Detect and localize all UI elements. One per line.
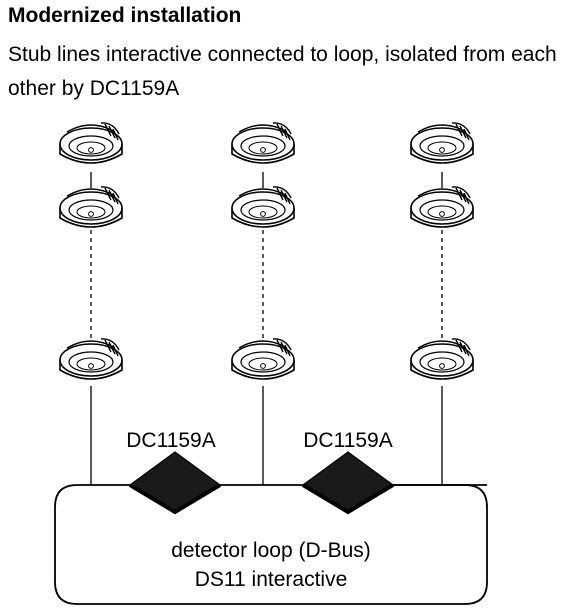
isolator-module-icon — [128, 451, 222, 515]
loop-label-line1: detector loop (D-Bus) — [171, 539, 371, 562]
smoke-detector-icon — [410, 186, 474, 228]
stub-line-2 — [231, 122, 295, 485]
smoke-detector-icon — [59, 338, 123, 380]
isolator-label: DC1159A — [303, 429, 393, 452]
smoke-detector-icon — [59, 122, 123, 164]
loop-label-line2: DS11 interactive — [195, 568, 348, 591]
diagram-subtitle: Stub lines interactive connected to loop… — [8, 43, 557, 100]
smoke-detector-icon — [231, 122, 295, 164]
diagram-title: Modernized installation — [8, 4, 242, 27]
smoke-detector-icon — [231, 338, 295, 380]
isolator-module-icon — [301, 451, 395, 515]
isolator-label: DC1159A — [126, 429, 216, 452]
smoke-detector-icon — [59, 186, 123, 228]
smoke-detector-icon — [410, 338, 474, 380]
detector-loop: detector loop (D-Bus) DS11 interactive — [54, 484, 488, 605]
stub-line-3 — [410, 122, 474, 485]
smoke-detector-icon — [231, 186, 295, 228]
stub-line-1 — [59, 122, 123, 485]
smoke-detector-icon — [410, 122, 474, 164]
isolator-module-1: DC1159A — [126, 429, 222, 515]
isolator-module-2: DC1159A — [301, 429, 395, 515]
